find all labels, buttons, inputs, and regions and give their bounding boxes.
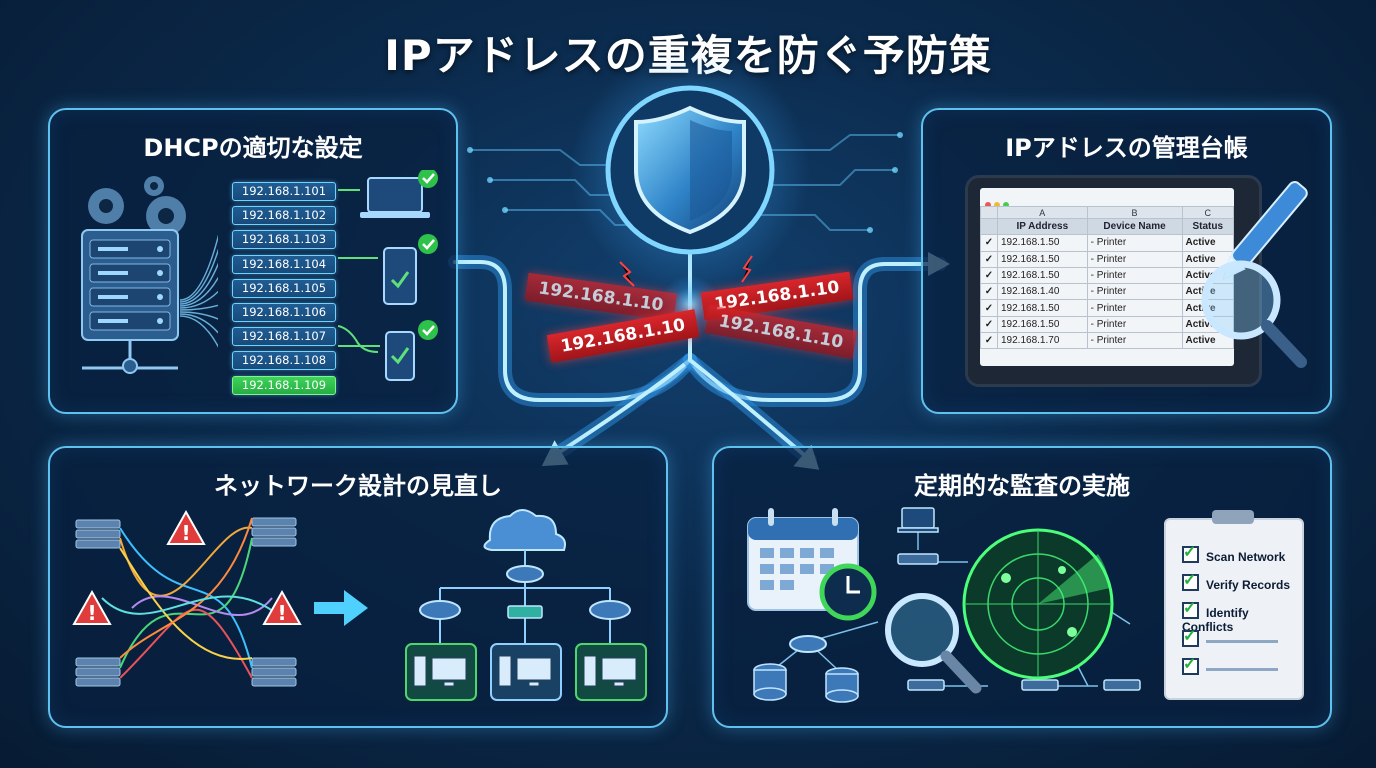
ip-item: 192.168.1.108: [232, 351, 336, 371]
ip-item: 192.168.1.101: [232, 182, 336, 201]
ip-cell: 192.168.1.40: [997, 283, 1088, 301]
check-icon: ✓: [980, 332, 998, 350]
network-panel-title: ネットワーク設計の見直し: [214, 472, 502, 500]
radar-icon: [962, 528, 1114, 680]
device-cell: - Printer: [1086, 283, 1183, 301]
router-icon: [419, 565, 631, 620]
column-letter: A: [997, 206, 1088, 219]
status-cell: Active: [1181, 332, 1234, 350]
ip-item: 192.168.1.102: [232, 206, 336, 226]
server-rack-icon: [75, 517, 297, 687]
ip-item-highlighted: 192.168.1.109: [232, 375, 336, 395]
checklist-item: Verify Records: [1182, 570, 1291, 592]
ledger-table: A B C IP Address Device Name Status ✓192…: [980, 206, 1234, 350]
dhcp-panel: DHCPの適切な設定 192.168.1.101 192.168.1.1: [48, 108, 458, 414]
cloud-icon: [483, 509, 566, 551]
checklist-item-blank: [1182, 654, 1278, 676]
spreadsheet: A B C IP Address Device Name Status ✓192…: [980, 188, 1234, 366]
column-header: Device Name: [1086, 217, 1183, 236]
magnifier-icon: [1201, 260, 1307, 368]
dhcp-panel-title: DHCPの適切な設定: [143, 134, 363, 162]
device-cell: - Printer: [1086, 250, 1183, 268]
ip-cell: 192.168.1.50: [997, 299, 1088, 317]
audit-checklist: Scan Network Verify Records Identify Con…: [1164, 510, 1304, 700]
dhcp-server-illustration: [81, 176, 218, 374]
device-cell: - Printer: [1086, 315, 1183, 334]
switch-icon: [507, 605, 543, 619]
checklist-item-label: Verify Records: [1206, 578, 1291, 592]
phone-icon: [385, 331, 415, 381]
ip-item: 192.168.1.106: [232, 302, 336, 322]
column-letter: B: [1086, 206, 1183, 219]
check-icon: ✓: [980, 234, 998, 252]
clean-network-illustration: [405, 509, 647, 701]
ip-item: 192.168.1.104: [232, 254, 336, 274]
ledger-panel: IPアドレスの管理台帳 A B C IP Address Device Name…: [921, 108, 1332, 414]
router-icon: [789, 635, 827, 653]
ip-item: 192.168.1.103: [232, 230, 336, 250]
switch-icon: [897, 553, 1141, 691]
ip-cell: 192.168.1.50: [997, 250, 1088, 268]
svg-text:!: !: [277, 601, 286, 625]
checkbox-checked-icon: [1182, 570, 1199, 591]
device-cell: - Printer: [1086, 299, 1183, 317]
ip-cell: 192.168.1.50: [997, 266, 1088, 285]
check-icon: ✓: [980, 250, 998, 268]
checklist-item-blank: [1182, 626, 1278, 648]
laptop-icon: [897, 507, 939, 533]
checkbox-checked-icon: [1182, 626, 1199, 647]
network-panel: ネットワーク設計の見直し ! ! !: [48, 446, 668, 728]
checklist-item: Scan Network: [1182, 542, 1286, 564]
warning-icon: ! ! !: [72, 509, 302, 625]
check-icon: ✓: [980, 299, 998, 317]
svg-text:!: !: [181, 521, 190, 545]
check-icon: ✓: [980, 315, 998, 334]
ip-item: 192.168.1.107: [232, 327, 336, 347]
clipboard-clip-icon: [1212, 510, 1254, 524]
placeholder-line: [1206, 640, 1278, 644]
desktop-icon: [413, 655, 637, 687]
checkbox-checked-icon: [1182, 542, 1199, 563]
arrow-right-icon: [314, 590, 368, 626]
device-cell: - Printer: [1086, 234, 1183, 252]
clock-refresh-icon: [819, 563, 877, 621]
checkbox-checked-icon: [1182, 654, 1199, 675]
device-cell: - Printer: [1086, 266, 1183, 285]
column-header: IP Address: [997, 217, 1088, 236]
dhcp-devices-illustration: [338, 170, 438, 381]
server-icon: [81, 229, 179, 374]
device-cell: - Printer: [1086, 332, 1183, 350]
placeholder-line: [1206, 668, 1278, 672]
ip-cell: 192.168.1.50: [997, 234, 1088, 252]
messy-network-illustration: ! ! !: [72, 509, 302, 687]
ip-cell: 192.168.1.70: [997, 332, 1088, 350]
magnifier-icon: [885, 593, 982, 694]
database-icon: [753, 663, 859, 703]
check-icon: ✓: [980, 266, 998, 285]
check-icon: ✓: [980, 283, 998, 301]
checklist-item: Identify Conflicts: [1182, 598, 1302, 634]
check-icon: [418, 170, 438, 340]
audit-illustration: [747, 507, 1141, 703]
ledger-panel-title: IPアドレスの管理台帳: [1005, 134, 1248, 162]
svg-text:!: !: [87, 601, 96, 625]
audit-panel: 定期的な監査の実施: [712, 446, 1332, 728]
ip-cell: 192.168.1.50: [997, 315, 1088, 334]
laptop-icon: [360, 177, 430, 218]
pen-and-magnifier-illustration: [1201, 181, 1308, 368]
window-controls: [985, 193, 1009, 212]
dhcp-ip-list: 192.168.1.101 192.168.1.102 192.168.1.10…: [232, 182, 336, 400]
tablet-device: A B C IP Address Device Name Status ✓192…: [965, 175, 1262, 387]
ip-item: 192.168.1.105: [232, 278, 336, 298]
checkbox-checked-icon: [1182, 598, 1199, 619]
tablet-icon: [383, 247, 417, 305]
checklist-item-label: Scan Network: [1206, 550, 1286, 564]
audit-panel-title: 定期的な監査の実施: [914, 472, 1130, 500]
